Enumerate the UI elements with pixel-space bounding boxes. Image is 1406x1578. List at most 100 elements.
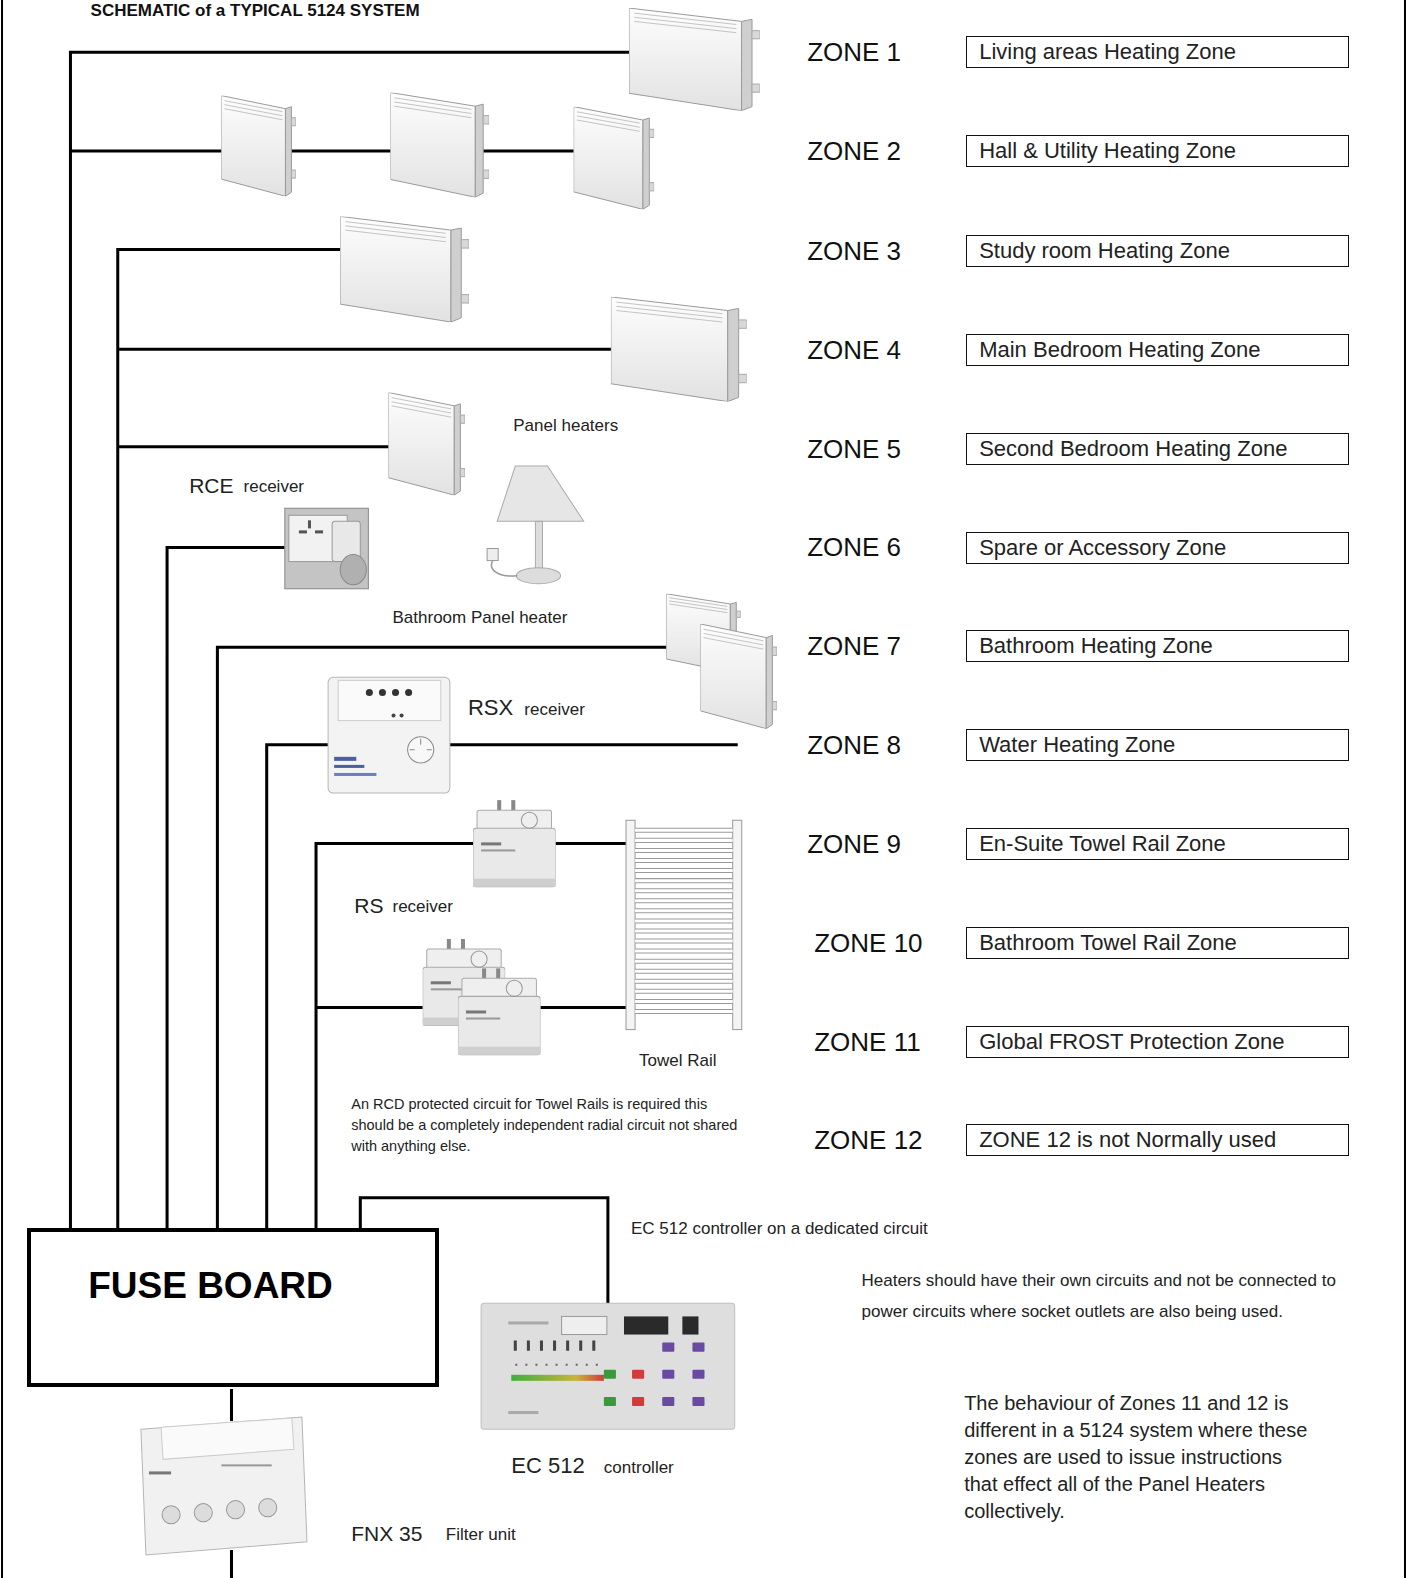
lamp-plug — [487, 549, 498, 561]
button — [632, 1370, 644, 1379]
box-text: Main Bedroom Heating Zone — [979, 337, 1260, 363]
button — [632, 1397, 644, 1406]
button — [692, 1370, 704, 1379]
filter-logo — [149, 1471, 171, 1474]
dial-ticks — [410, 739, 432, 750]
rsx-logo — [334, 765, 364, 768]
button — [692, 1343, 704, 1352]
cable-gland — [162, 1506, 180, 1524]
terminal — [405, 689, 412, 696]
zone-dots — [515, 1364, 598, 1366]
part-label: Bathroom Panel heater — [393, 608, 568, 628]
zone-description-box: Spare or Accessory Zone — [966, 532, 1348, 564]
panel-heater — [700, 624, 776, 729]
zone-number: ZONE 6 — [807, 532, 901, 562]
box-text: FUSE BOARD — [88, 1265, 333, 1307]
panel-heater — [221, 96, 295, 197]
zone-description-box: En-Suite Towel Rail Zone — [966, 828, 1348, 860]
button — [604, 1370, 616, 1379]
socket-hole — [308, 520, 311, 528]
panel-heater — [611, 297, 747, 402]
box-text: Bathroom Towel Rail Zone — [979, 930, 1237, 956]
led-bar — [511, 1375, 604, 1381]
hand — [340, 555, 366, 585]
filter-unit — [141, 1417, 307, 1555]
part-label: RSX — [468, 695, 513, 721]
rsx-logo — [334, 757, 356, 761]
zone-description-box: Study room Heating Zone — [966, 235, 1348, 267]
zone-description-box: Living areas Heating Zone — [966, 36, 1348, 68]
frame-line — [1404, 0, 1406, 1578]
box-text: Hall & Utility Heating Zone — [979, 138, 1236, 164]
controller-logo — [508, 1411, 538, 1414]
rsx-dial — [408, 737, 434, 763]
controller-logo — [508, 1321, 548, 1324]
rsx-top — [338, 680, 441, 720]
box-text: En-Suite Towel Rail Zone — [979, 831, 1226, 857]
panel-heater — [388, 393, 464, 496]
button — [662, 1397, 674, 1406]
box-text: Water Heating Zone — [979, 732, 1175, 758]
terminal — [392, 689, 399, 696]
note-text: The behaviour of Zones 11 and 12 is diff… — [964, 1390, 1311, 1525]
zone-number: ZONE 9 — [807, 829, 901, 859]
part-label: Towel Rail — [639, 1051, 716, 1071]
controller-panel — [481, 1303, 735, 1429]
part-label: receiver — [393, 897, 453, 917]
button — [692, 1397, 704, 1406]
socket-hole — [315, 530, 323, 533]
button — [662, 1370, 674, 1379]
zone-description-box: Main Bedroom Heating Zone — [966, 334, 1348, 366]
box-text: Living areas Heating Zone — [979, 39, 1236, 65]
part-label: receiver — [244, 477, 304, 497]
rce-receiver-photo — [285, 508, 369, 589]
zone-number: ZONE 7 — [807, 631, 901, 661]
lamp-cord — [492, 560, 518, 576]
diagram-title: SCHEMATIC of a TYPICAL 5124 SYSTEM — [91, 1, 420, 21]
part-label: receiver — [524, 700, 584, 720]
controller-badge — [562, 1316, 607, 1334]
zone-leds — [515, 1341, 594, 1351]
zone-number: ZONE 4 — [807, 335, 901, 365]
panel-heater — [390, 93, 489, 198]
zone-number: ZONE 10 — [814, 928, 922, 958]
zone-description-box: Water Heating Zone — [966, 729, 1348, 761]
rs-receiver — [473, 800, 556, 887]
rsx-receiver — [328, 677, 450, 793]
zone-description-box: Bathroom Heating Zone — [966, 630, 1348, 662]
lamp-base — [516, 568, 560, 584]
towel-rail-bars — [635, 830, 733, 1011]
zone-number: ZONE 8 — [807, 730, 901, 760]
zone-description-box: ZONE 12 is not Normally used — [966, 1124, 1348, 1156]
cable-gland — [259, 1499, 277, 1517]
note-text: Heaters should have their own circuits a… — [862, 1265, 1365, 1327]
zone-number: ZONE 1 — [807, 37, 901, 67]
panel-heater — [629, 8, 760, 111]
part-label: controller — [604, 1458, 674, 1478]
zone-description-box: Global FROST Protection Zone — [966, 1026, 1348, 1058]
fuse-board-box: FUSE BOARD — [27, 1228, 439, 1387]
controller-display — [624, 1316, 668, 1334]
box-text: Global FROST Protection Zone — [979, 1029, 1284, 1055]
zone-number: ZONE 5 — [807, 434, 901, 464]
zone-number: ZONE 12 — [814, 1125, 922, 1155]
box-text: ZONE 12 is not Normally used — [979, 1127, 1276, 1153]
box-text: Bathroom Heating Zone — [979, 633, 1213, 659]
rsx-logo — [334, 773, 376, 776]
part-label: FNX 35 — [351, 1521, 422, 1546]
lamp-shade — [497, 466, 584, 521]
towel-rail-post — [626, 820, 635, 1029]
frame-line — [1, 0, 3, 1578]
zone-number: ZONE 3 — [807, 236, 901, 266]
zone-number: ZONE 11 — [814, 1027, 920, 1057]
panel-heater — [340, 216, 469, 322]
box-text: Spare or Accessory Zone — [979, 535, 1226, 561]
socket-hole — [299, 530, 307, 533]
cable-gland — [194, 1504, 212, 1522]
zone-description-box: Hall & Utility Heating Zone — [966, 135, 1348, 167]
rs-receiver — [458, 968, 541, 1055]
towel-rail-post — [733, 820, 742, 1029]
part-label: EC 512 — [511, 1453, 584, 1479]
